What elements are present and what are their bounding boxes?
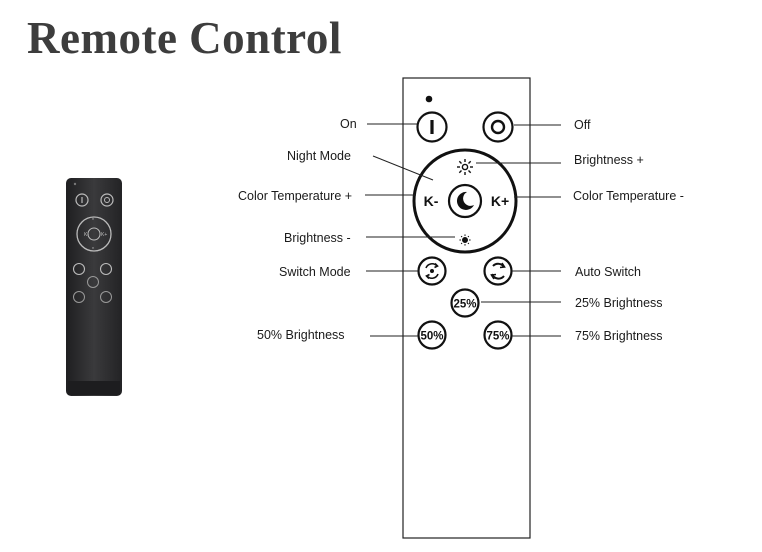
b50-label: 50% — [420, 331, 443, 343]
power-off-icon — [490, 119, 506, 135]
b25-label: 25% — [453, 299, 476, 311]
color-temp-plus-button[interactable]: K- — [424, 193, 439, 209]
cycle-arrows-icon — [425, 262, 439, 280]
sun-small-icon — [459, 234, 471, 246]
label-brightness-minus: Brightness - — [284, 231, 351, 245]
night-mode-button[interactable] — [447, 183, 483, 219]
b75-label: 75% — [486, 331, 509, 343]
label-off: Off — [574, 118, 591, 132]
svg-text:*: * — [92, 247, 94, 253]
page-title: Remote Control — [27, 13, 342, 63]
svg-text:K+: K+ — [101, 232, 107, 238]
off-button[interactable] — [482, 111, 514, 143]
on-button[interactable] — [416, 111, 448, 143]
brightness-down-button[interactable] — [459, 234, 471, 246]
brightness-25-button[interactable]: 25% — [450, 288, 480, 318]
label-on: On — [340, 117, 357, 131]
brightness-up-button[interactable] — [457, 159, 473, 175]
label-50-brightness: 50% Brightness — [257, 328, 345, 342]
label-night-mode: Night Mode — [287, 149, 351, 163]
label-auto-switch: Auto Switch — [575, 265, 642, 279]
label-color-temp-plus: Color Temperature + — [238, 189, 353, 203]
svg-text:*: * — [92, 218, 94, 224]
k-plus-label: K+ — [491, 193, 509, 209]
power-on-icon — [430, 120, 434, 134]
label-75-brightness: 75% Brightness — [575, 329, 663, 343]
sun-large-icon — [457, 159, 473, 175]
k-minus-label: K- — [424, 193, 439, 209]
label-brightness-plus: Brightness + — [574, 153, 644, 167]
led-dot-icon — [425, 95, 433, 103]
brightness-50-button[interactable]: 50% — [417, 320, 447, 350]
remote-photo: K- K+ * * — [66, 178, 122, 396]
label-color-temp-minus: Color Temperature - — [573, 189, 684, 203]
svg-text:K-: K- — [84, 232, 89, 238]
switch-mode-button[interactable] — [417, 256, 447, 286]
crescent-moon-icon — [456, 191, 474, 210]
label-25-brightness: 25% Brightness — [575, 296, 663, 310]
leader-lines — [365, 123, 561, 337]
circular-arrows-icon — [490, 262, 506, 280]
label-switch-mode: Switch Mode — [279, 265, 351, 279]
brightness-75-button[interactable]: 75% — [483, 320, 513, 350]
auto-switch-button[interactable] — [483, 256, 513, 286]
color-temp-minus-button[interactable]: K+ — [491, 193, 509, 209]
